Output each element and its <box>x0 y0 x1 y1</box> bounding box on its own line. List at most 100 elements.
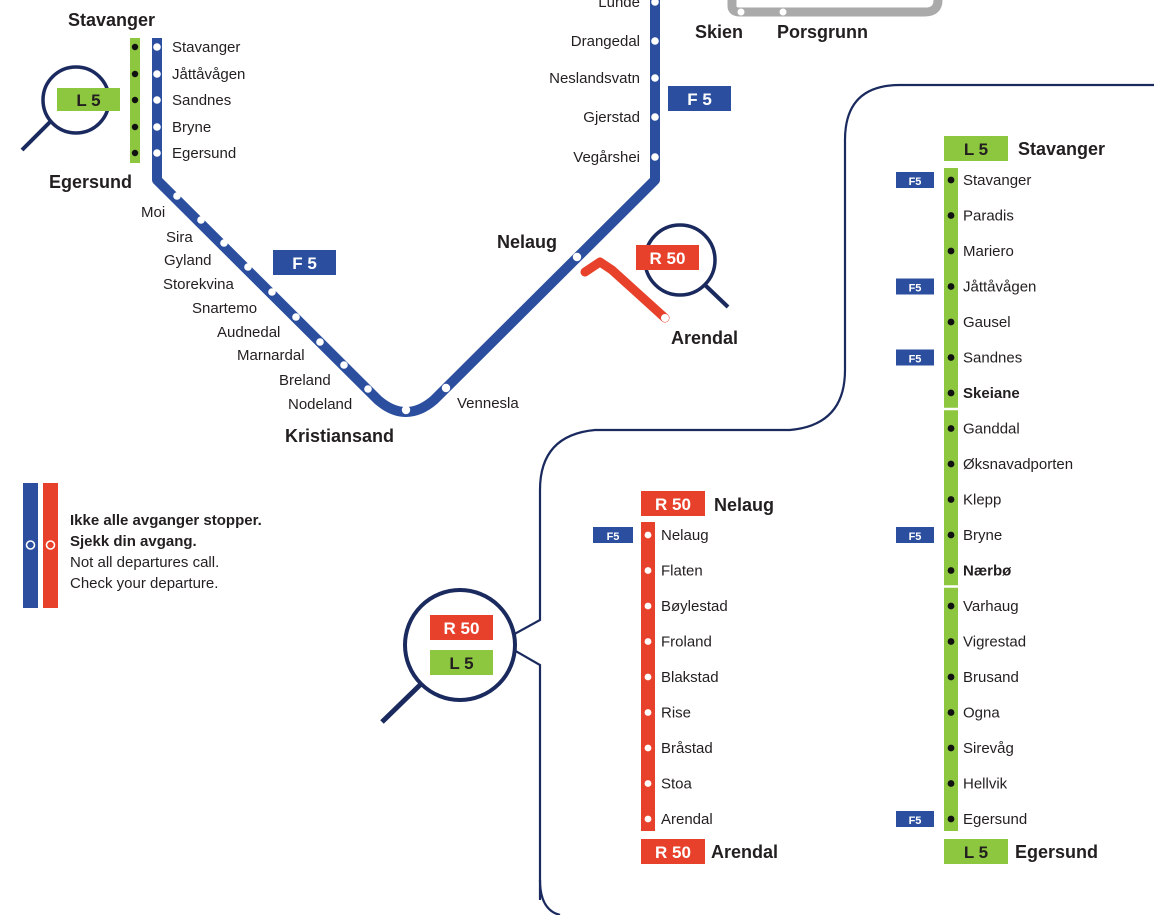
l5-stub-stop-1 <box>131 70 139 78</box>
station-east-3 <box>651 113 659 121</box>
grey-line <box>727 0 943 17</box>
label-south-7: Breland <box>279 372 331 389</box>
magnifier-r50-handle <box>703 283 730 309</box>
label-south-0: Moi <box>141 204 165 221</box>
f5-badge-west <box>273 250 336 275</box>
r50-stop-dot-5 <box>644 709 652 716</box>
l5-stub-stop-3 <box>131 123 139 131</box>
l5-stop-label-11: Nærbø <box>963 563 1012 580</box>
zoom-l5-badge <box>430 650 493 675</box>
r50-f5-tag-label: F5 <box>607 531 620 543</box>
detail-callout-frame-bottom <box>538 879 561 915</box>
l5-stop-label-15: Ogna <box>963 705 1000 722</box>
l5-stop-dot-11 <box>947 567 955 574</box>
station-branch-2 <box>153 96 161 104</box>
legend-red-station <box>45 540 56 550</box>
label-south-1: Sira <box>166 229 193 246</box>
l5-badge-top <box>57 88 120 111</box>
l5-stop-dot-9 <box>947 496 955 503</box>
l5-badge-top-label: L 5 <box>76 91 100 110</box>
l5-f5-tag-label-3: F5 <box>909 283 922 295</box>
r50-stop-label-3: Froland <box>661 634 712 651</box>
grey-station-skien <box>737 8 745 16</box>
f5-badge-east <box>668 86 731 111</box>
l5-stub-stop-4 <box>131 149 139 157</box>
zoom-r50-badge-label: R 50 <box>444 619 480 638</box>
l5-stop-label-9: Klepp <box>963 492 1001 509</box>
label-skien: Skien <box>695 22 743 42</box>
r50-f5-tag <box>593 527 633 543</box>
l5-stop-dot-3 <box>947 283 955 290</box>
l5-f5-tag-label-5: F5 <box>909 354 922 366</box>
station-east-4 <box>651 153 659 161</box>
r50-stop-dot-1 <box>644 567 652 574</box>
label-south-6: Marnardal <box>237 347 305 364</box>
label-branch-2: Sandnes <box>172 92 231 109</box>
l5-f5-tag-label-10: F5 <box>909 531 922 543</box>
l5-stop-label-7: Ganddal <box>963 421 1020 438</box>
label-south-8: Nodeland <box>288 396 352 413</box>
f5-badge-east-label: F 5 <box>687 90 712 109</box>
station-branch-0 <box>153 43 161 51</box>
label-south-4: Snartemo <box>192 300 257 317</box>
r50-footer-to: Arendal <box>711 842 778 862</box>
label-east-1: Drangedal <box>571 33 640 50</box>
l5-stop-dot-18 <box>947 815 955 823</box>
station-south-2 <box>220 239 228 247</box>
l5-stop-dot-1 <box>947 212 955 219</box>
label-branch-4: Egersund <box>172 145 236 162</box>
station-branch-4 <box>153 149 161 157</box>
r50-stop-dot-6 <box>644 744 652 752</box>
l5-f5-tag-0 <box>896 172 934 188</box>
station-south-8 <box>364 385 372 393</box>
magnifier-detail-handle <box>380 683 422 724</box>
label-branch-0: Stavanger <box>172 39 240 56</box>
station-vennesla <box>441 383 451 393</box>
l5-header-badge <box>944 136 1008 161</box>
grey-station-porsgrunn <box>779 8 787 16</box>
l5-stop-dot-14 <box>947 673 955 681</box>
l5-stop-label-4: Gausel <box>963 314 1011 331</box>
label-south-3: Storekvina <box>163 276 235 293</box>
legend-line-1: Ikke alle avganger stopper. <box>70 512 262 529</box>
l5-stub-stop-0 <box>131 43 139 51</box>
l5-f5-tag-5 <box>896 349 934 366</box>
r50-stop-dot-8 <box>644 815 652 823</box>
l5-stop-dot-6 <box>947 389 955 397</box>
legend-line-3: Not all departures call. <box>70 554 220 571</box>
l5-stop-label-13: Vigrestad <box>963 634 1026 651</box>
station-branch-1 <box>153 70 161 78</box>
magnifier-l5-handle <box>20 120 52 152</box>
l5-footer-badge-label: L 5 <box>964 843 988 862</box>
r50-header-badge <box>641 491 705 516</box>
l5-f5-tag-3 <box>896 278 934 295</box>
l5-f5-tag-18 <box>896 811 934 827</box>
l5-f5-tag-label-18: F5 <box>909 815 922 827</box>
legend-red-bar <box>43 483 58 608</box>
r50-header-badge-label: R 50 <box>655 495 691 514</box>
r50-stop-label-2: Bøylestad <box>661 598 728 615</box>
l5-stop-label-14: Brusand <box>963 669 1019 686</box>
station-south-7 <box>340 361 348 369</box>
l5-stop-label-8: Øksnavadporten <box>963 456 1073 473</box>
legend-line-4: Check your departure. <box>70 575 219 592</box>
station-south-4 <box>268 288 276 296</box>
magnifier-detail-lens <box>403 588 517 702</box>
station-east-1 <box>651 37 659 45</box>
l5-stop-dot-7 <box>947 425 955 432</box>
zoom-l5-badge-label: L 5 <box>449 654 473 673</box>
l5-stop-label-2: Mariero <box>963 243 1014 260</box>
r50-stop-dot-0 <box>644 531 652 539</box>
r50-footer-badge <box>641 839 705 864</box>
r50-badge-top <box>636 245 699 270</box>
label-branch-1: Jåttåvågen <box>172 66 245 83</box>
r50-stop-label-4: Blakstad <box>661 669 719 686</box>
station-arendal-top <box>661 314 669 322</box>
label-south-5: Audnedal <box>217 324 280 341</box>
l5-stop-dot-4 <box>947 318 955 326</box>
l5-stop-dot-17 <box>947 780 955 787</box>
f5-main-line <box>152 0 660 417</box>
label-egersund-top: Egersund <box>49 172 132 192</box>
legend-line-2: Sjekk din avgang. <box>70 533 197 550</box>
f5-badge-west-label: F 5 <box>292 254 317 273</box>
